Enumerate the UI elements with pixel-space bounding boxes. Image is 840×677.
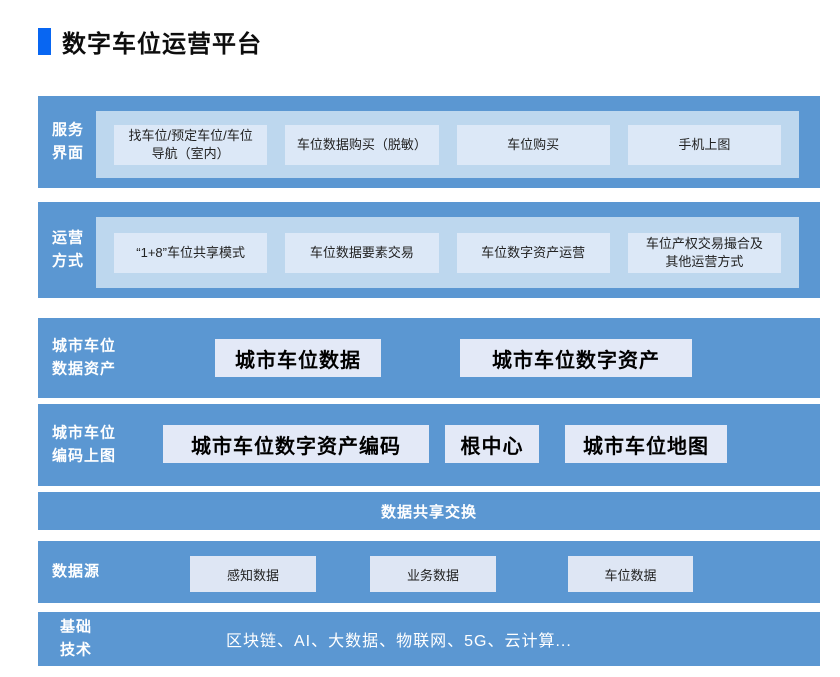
source-box-parking-data: 车位数据 <box>568 556 693 592</box>
asset-box-city-digital-assets: 城市车位数字资产 <box>460 339 692 377</box>
band-city-parking-code-map: 城市车位 编码上图 城市车位数字资产编码 根中心 城市车位地图 <box>38 404 820 486</box>
band-city-parking-data-assets-label: 城市车位 数据资产 <box>52 337 117 378</box>
source-box-business-data: 业务数据 <box>370 556 496 592</box>
band-service-interface: 服务 界面 找车位/预定车位/车位 导航（室内） 车位数据购买（脱敏） 车位购买… <box>38 96 820 188</box>
page-header: 数字车位运营平台 <box>38 24 262 59</box>
operation-item-data-trading: 车位数据要素交易 <box>285 232 439 273</box>
code-box-city-parking-map: 城市车位地图 <box>565 425 727 463</box>
band-service-interface-label: 服务 界面 <box>52 121 85 162</box>
band-data-sources-label: 数据源 <box>52 562 101 580</box>
band-operation-mode: 运营 方式 “1+8”车位共享模式 车位数据要素交易 车位数字资产运营 车位产权… <box>38 202 820 298</box>
source-box-perception-data: 感知数据 <box>190 556 316 592</box>
basic-technology-text: 区块链、AI、大数据、物联网、5G、云计算... <box>226 633 572 650</box>
band-basic-technology-label: 基础 技术 <box>60 618 93 659</box>
page-title: 数字车位运营平台 <box>62 31 262 58</box>
service-item-mobile-map: 手机上图 <box>627 124 781 165</box>
band-data-sources: 数据源 感知数据 业务数据 车位数据 <box>38 541 820 603</box>
band-operation-mode-label: 运营 方式 <box>52 229 85 270</box>
code-box-root-center: 根中心 <box>445 425 539 463</box>
title-accent-bar-icon <box>38 28 51 55</box>
operation-item-sharing-mode: “1+8”车位共享模式 <box>114 232 268 273</box>
service-item-space-purchase: 车位购买 <box>456 124 610 165</box>
service-item-data-purchase: 车位数据购买（脱敏） <box>285 124 439 165</box>
operation-item-rights-matching: 车位产权交易撮合及 其他运营方式 <box>627 232 781 273</box>
band-data-sharing-exchange: 数据共享交换 <box>38 492 820 530</box>
asset-box-city-parking-data: 城市车位数据 <box>215 339 381 377</box>
band-basic-technology: 基础 技术 区块链、AI、大数据、物联网、5G、云计算... <box>38 612 820 666</box>
service-item-find-parking: 找车位/预定车位/车位 导航（室内） <box>114 124 268 165</box>
band-operation-mode-panel: “1+8”车位共享模式 车位数据要素交易 车位数字资产运营 车位产权交易撮合及 … <box>96 217 799 288</box>
code-box-asset-coding: 城市车位数字资产编码 <box>163 425 429 463</box>
band-city-parking-code-map-label: 城市车位 编码上图 <box>52 424 117 465</box>
band-service-interface-panel: 找车位/预定车位/车位 导航（室内） 车位数据购买（脱敏） 车位购买 手机上图 <box>96 111 799 178</box>
data-sharing-exchange-text: 数据共享交换 <box>380 503 477 521</box>
operation-item-asset-operation: 车位数字资产运营 <box>456 232 610 273</box>
band-city-parking-data-assets: 城市车位 数据资产 城市车位数据 城市车位数字资产 <box>38 318 820 398</box>
